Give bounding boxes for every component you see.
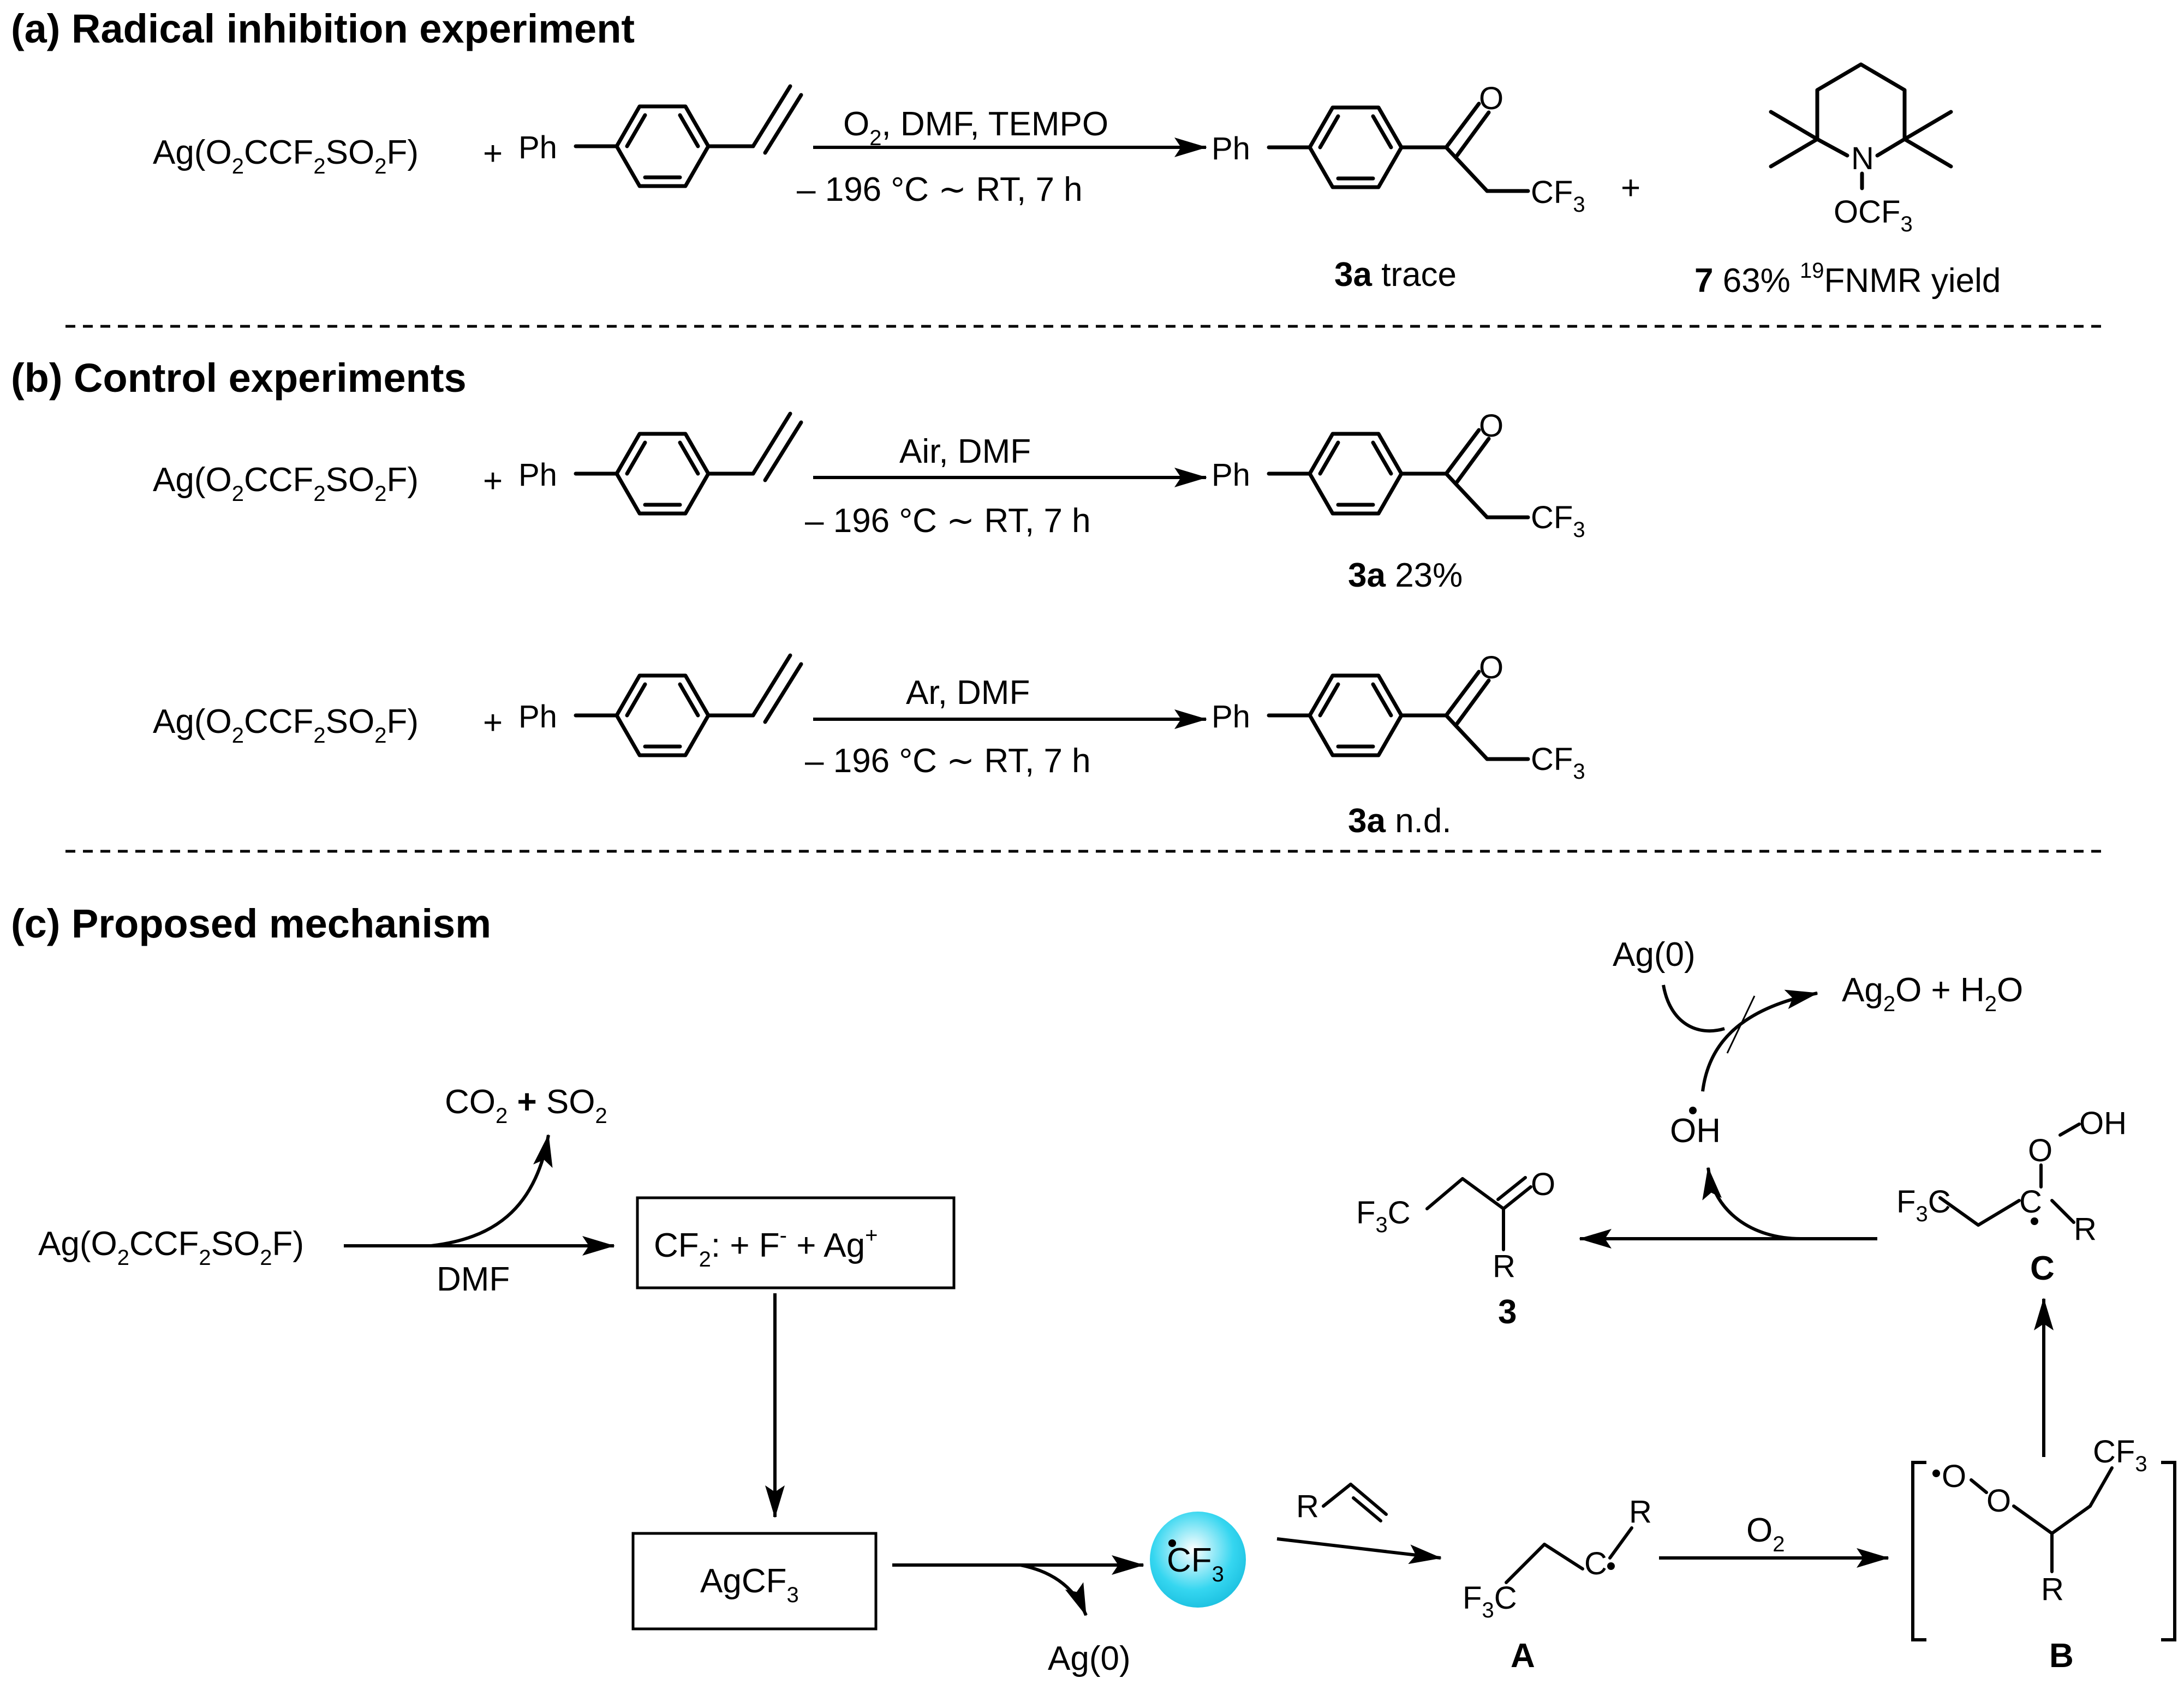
- section-c-title: (c) Proposed mechanism: [11, 901, 491, 946]
- plus-sign: +: [483, 462, 503, 500]
- bracket: [1911, 1461, 2176, 1641]
- oxygen-label: O: [1942, 1459, 1966, 1494]
- ag0-release-arrow: [1020, 1563, 1088, 1616]
- oh-release-arrow: [1702, 1167, 1801, 1240]
- plus-sign: +: [1621, 169, 1640, 207]
- f3c-label: F3C: [1896, 1184, 1951, 1226]
- label-c: C: [2030, 1250, 2055, 1287]
- biphenyl-styrene-b1: [574, 411, 803, 516]
- radical-dot: [1689, 1107, 1697, 1114]
- gas-label: CO2 + SO2: [445, 1083, 607, 1128]
- alkene-reagent: [1322, 1483, 1388, 1522]
- carbene-intermediate-box: [636, 1196, 956, 1289]
- yield-3a-b2: 3a n.d.: [1348, 802, 1452, 840]
- ph-label: Ph: [1212, 131, 1250, 166]
- f3c-label: F3C: [1356, 1195, 1411, 1237]
- tempo-cf3-structure: [1769, 62, 1953, 190]
- cf3-label: CF3: [1531, 175, 1585, 217]
- cf3-label: CF3: [1531, 742, 1585, 784]
- r-label: R: [1296, 1489, 1319, 1524]
- radical-carbon: C: [2019, 1184, 2042, 1220]
- reagent-a: Ag(O2CCF2SO2F): [153, 134, 419, 178]
- o2-label: O2: [1746, 1512, 1785, 1556]
- carbene-intermediate-text: CF2: + F- + Ag+: [654, 1223, 878, 1271]
- oxygen-label: O: [1531, 1167, 1555, 1202]
- r-label: R: [2041, 1572, 2064, 1607]
- conditions-top-b1: Air, DMF: [899, 433, 1031, 470]
- oxygen-label: O: [2028, 1133, 2052, 1168]
- section-b-title: (b) Control experiments: [11, 355, 467, 401]
- plus-sign: +: [483, 135, 503, 172]
- conditions-bottom-b1: – 196 °C ∼ RT, 7 h: [805, 502, 1091, 540]
- ag2o-h2o-label: Ag2O + H2O: [1842, 971, 2023, 1016]
- conditions-bottom-b2: – 196 °C ∼ RT, 7 h: [805, 742, 1091, 780]
- ph-label: Ph: [1212, 699, 1250, 734]
- oxygen-label: O: [1479, 81, 1503, 116]
- radical-dot: [2031, 1217, 2038, 1225]
- radical-dot: [1932, 1470, 1940, 1477]
- ph-label: Ph: [518, 699, 557, 734]
- oxygen-label: O: [1479, 408, 1503, 444]
- radical-dot: [1168, 1539, 1176, 1547]
- agcf3-box: [631, 1532, 878, 1631]
- radical-dot: [1607, 1562, 1615, 1570]
- ag0-top-label: Ag(0): [1613, 936, 1696, 974]
- dmf-label: DMF: [437, 1261, 510, 1298]
- oh-to-ag2o-arrow: [1701, 989, 1818, 1092]
- intermediate-b: [1970, 1466, 2114, 1573]
- svg-text:Ag(O2CCF2SO2F): Ag(O2CCF2SO2F): [153, 134, 419, 178]
- label-a: A: [1511, 1637, 1535, 1675]
- intermediate-a: [1505, 1526, 1633, 1584]
- section-a-title: (a) Radical inhibition experiment: [11, 6, 635, 51]
- conditions-top-a: O2, DMF, TEMPO: [843, 105, 1108, 150]
- radical-carbon: C: [1584, 1546, 1607, 1581]
- nitrogen-label: N: [1851, 141, 1874, 176]
- product-3a-b2: [1267, 670, 1530, 761]
- agcf3-text: AgCF3: [700, 1562, 799, 1607]
- cf3-label: CF3: [1531, 500, 1585, 542]
- reagent-c: Ag(O2CCF2SO2F): [38, 1225, 304, 1270]
- reaction-arrow-c4: [1276, 1537, 1442, 1564]
- oxygen-label: O: [1479, 650, 1503, 685]
- reagent-b1: Ag(O2CCF2SO2F): [153, 461, 419, 506]
- r-label: R: [1629, 1494, 1652, 1530]
- product-3a-a: [1267, 101, 1530, 193]
- f3c-label: F3C: [1463, 1580, 1517, 1622]
- cf3-label: CF3: [2093, 1434, 2147, 1476]
- yield-3a-b1: 3a 23%: [1348, 557, 1463, 594]
- biphenyl-styrene-a: [574, 84, 803, 188]
- oh-radical-label: OH: [1670, 1112, 1721, 1150]
- label-b: B: [2049, 1637, 2074, 1675]
- r-label: R: [1493, 1249, 1515, 1284]
- oh-label: OH: [2079, 1106, 2127, 1141]
- biphenyl-styrene-b2: [574, 653, 803, 757]
- r-label: R: [2074, 1211, 2097, 1247]
- plus-sign: +: [483, 704, 503, 742]
- ag0-bottom-label: Ag(0): [1048, 1640, 1131, 1677]
- ph-label: Ph: [518, 457, 557, 493]
- blocked-mark: [1726, 995, 1756, 1054]
- ph-label: Ph: [1212, 457, 1250, 493]
- product-3a-b1: [1267, 428, 1530, 519]
- ag0-incoming-arrow: [1662, 984, 1725, 1033]
- label-3: 3: [1498, 1293, 1517, 1331]
- conditions-bottom-a: – 196 °C ∼ RT, 7 h: [797, 171, 1083, 208]
- intermediate-c: [1938, 1122, 2081, 1227]
- cf3-radical-circle: [1150, 1512, 1246, 1608]
- oxygen-label: O: [1986, 1483, 2011, 1519]
- ocf3-label: OCF3: [1834, 194, 1913, 236]
- yield-7: 7 63% 19FNMR yield: [1694, 259, 2001, 300]
- reagent-b2: Ag(O2CCF2SO2F): [153, 703, 419, 748]
- conditions-top-b2: Ar, DMF: [906, 674, 1030, 712]
- yield-3a-a: 3a trace: [1334, 256, 1457, 294]
- ph-label: Ph: [518, 130, 557, 165]
- product-3: [1425, 1176, 1532, 1251]
- gas-release-arrow: [431, 1134, 553, 1247]
